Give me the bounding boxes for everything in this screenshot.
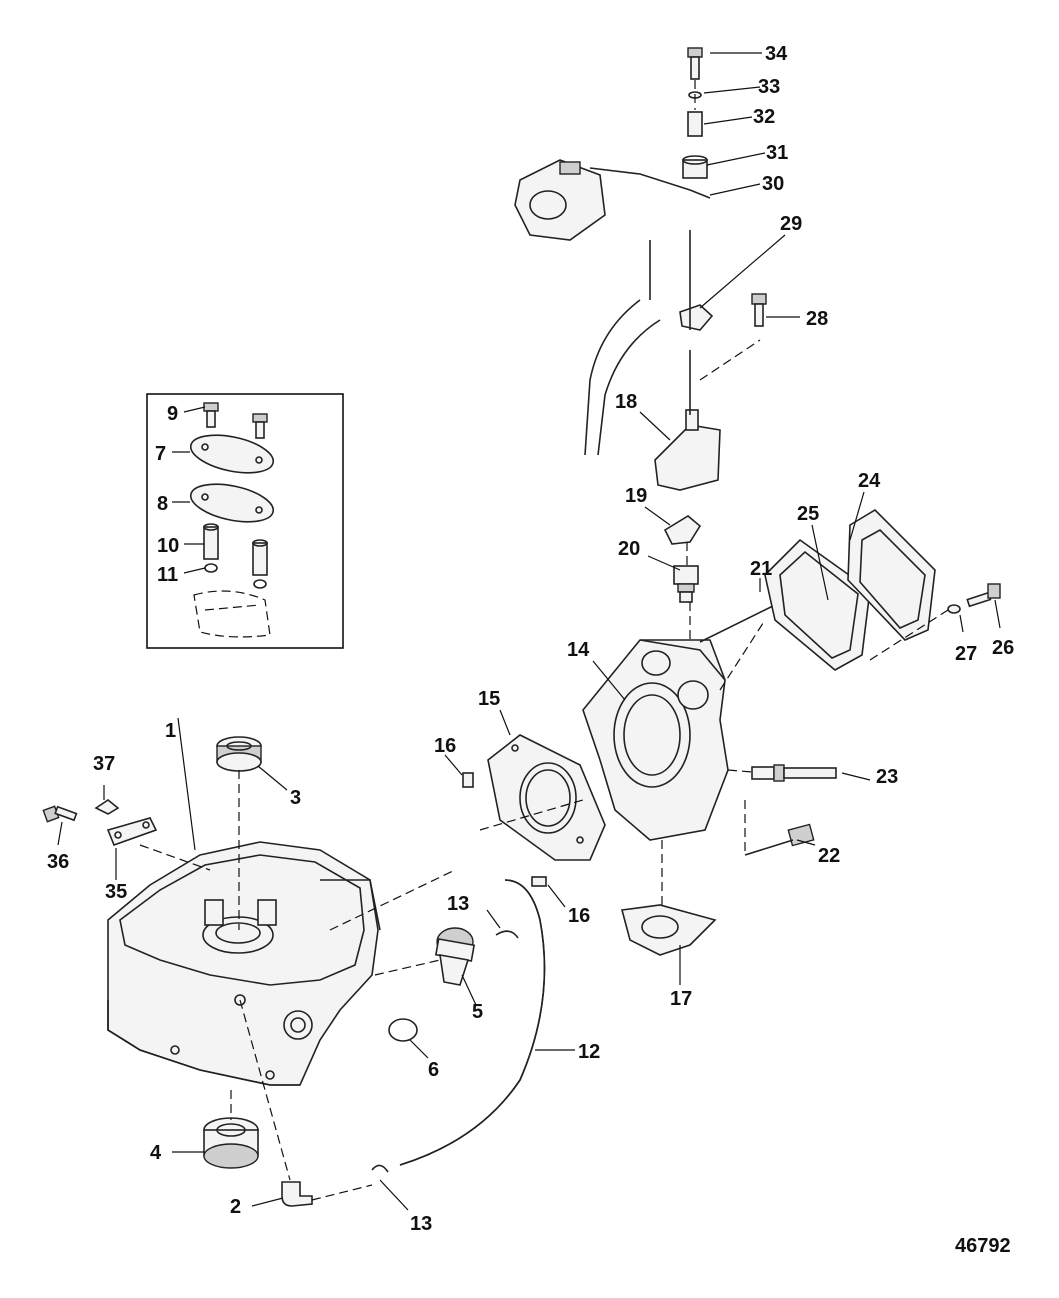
seal-icon	[216, 736, 262, 772]
dowel-pin-icon	[531, 876, 547, 887]
lever-icon	[679, 304, 714, 331]
cable-icon	[584, 299, 641, 456]
washer-icon	[947, 604, 961, 614]
callout-19: 19	[625, 485, 647, 507]
callout-11: 11	[157, 564, 178, 586]
crankcase-housing-icon	[107, 841, 381, 1086]
lever-icon	[682, 155, 708, 179]
callout-22: 22	[818, 845, 840, 867]
callout-33: 33	[758, 76, 780, 98]
gasket-icon	[764, 538, 871, 671]
sleeve-icon	[252, 539, 268, 576]
plate-icon	[106, 817, 158, 847]
callout-10: 10	[157, 535, 179, 557]
callout-30: 30	[762, 173, 784, 195]
inset-box	[146, 393, 344, 649]
gasket-icon	[189, 483, 275, 523]
o-ring-icon	[253, 579, 267, 589]
callout-18: 18	[615, 391, 637, 413]
callout-2: 2	[230, 1196, 241, 1218]
figure-id: 46792	[955, 1235, 1011, 1257]
callout-3: 3	[290, 787, 301, 809]
callout-9: 9	[167, 403, 178, 425]
callout-24: 24	[858, 470, 881, 492]
thermostat-icon	[673, 565, 699, 603]
spark-plug-icon	[751, 764, 837, 782]
cylinder-gasket-icon	[487, 734, 606, 861]
callout-23: 23	[876, 766, 898, 788]
screw-icon	[252, 413, 268, 439]
elbow-fitting-icon	[281, 1181, 313, 1207]
cover-plate-icon	[189, 434, 275, 474]
callout-25: 25	[797, 503, 819, 525]
cover-plate-icon	[847, 508, 936, 641]
leader-lines	[57, 52, 1001, 1211]
bearing-icon	[203, 1117, 259, 1169]
callout-20: 20	[618, 538, 640, 560]
callout-5: 5	[472, 1001, 483, 1023]
sleeve-icon	[203, 523, 219, 560]
callout-7: 7	[155, 443, 166, 465]
o-ring-icon	[204, 563, 218, 573]
gasket-icon	[620, 904, 717, 956]
clip-icon	[94, 799, 120, 815]
assembly-lines	[139, 80, 949, 1201]
callout-21: 21	[750, 558, 772, 580]
link-rod-icon	[589, 167, 711, 199]
callout-8: 8	[157, 493, 168, 515]
callout-15: 15	[478, 688, 500, 710]
callout-17: 17	[670, 988, 692, 1010]
callout-1: 1	[165, 720, 176, 742]
clamp-icon	[495, 930, 519, 939]
dowel-pin-icon	[462, 772, 474, 788]
o-ring-icon	[388, 1018, 418, 1042]
screw-icon	[751, 293, 767, 327]
callout-13: 13	[410, 1213, 432, 1235]
callout-16: 16	[434, 735, 456, 757]
cylinder-head-icon	[582, 639, 729, 841]
screw-icon	[687, 47, 703, 80]
callout-labels: 34 33 32 31 30 29 28 18 19 20 21 24 25 2…	[47, 43, 1014, 1257]
callout-31: 31	[766, 142, 788, 164]
sleeve-icon	[687, 111, 703, 137]
callout-35: 35	[105, 881, 127, 903]
cable-icon	[597, 319, 661, 456]
callout-34: 34	[765, 43, 788, 65]
callout-27: 27	[955, 643, 977, 665]
screw-icon	[203, 402, 219, 428]
callout-4: 4	[150, 1142, 162, 1164]
screw-icon	[966, 583, 1001, 608]
gasket-icon	[663, 515, 702, 545]
callout-32: 32	[753, 106, 775, 128]
drain-plug-icon	[434, 927, 476, 986]
screw-icon	[42, 805, 78, 823]
thermostat-housing-icon	[654, 409, 721, 491]
clamp-icon	[371, 1164, 389, 1173]
bolt-icon	[744, 823, 815, 856]
callout-37: 37	[93, 753, 115, 775]
callout-16: 16	[568, 905, 590, 927]
callout-6: 6	[428, 1059, 439, 1081]
callout-14: 14	[567, 639, 590, 661]
callout-12: 12	[578, 1041, 600, 1063]
callout-26: 26	[992, 637, 1014, 659]
carburetor-icon	[514, 159, 606, 241]
callout-28: 28	[806, 308, 828, 330]
callout-36: 36	[47, 851, 69, 873]
callout-13: 13	[447, 893, 469, 915]
callout-29: 29	[780, 213, 802, 235]
